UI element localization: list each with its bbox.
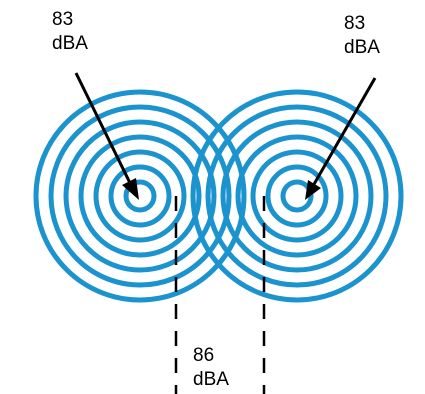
right-ring-6 <box>208 107 386 285</box>
right-ring-4 <box>238 137 356 255</box>
combined-level-unit: dBA <box>193 368 229 392</box>
left-ring-6 <box>51 107 229 285</box>
combined-level-value: 86 <box>193 344 229 368</box>
left-ring-2 <box>111 167 169 225</box>
right-source-level-value: 83 <box>344 12 380 36</box>
combined-level-label: 86 dBA <box>193 344 229 392</box>
right-source-level-unit: dBA <box>344 36 380 60</box>
right-sound-source-rings <box>193 92 401 300</box>
left-source-level-value: 83 <box>52 8 88 32</box>
right-source-level-label: 83 dBA <box>344 12 380 60</box>
left-sound-source-rings <box>36 92 244 300</box>
left-source-level-label: 83 dBA <box>52 8 88 56</box>
left-ring-4 <box>81 137 199 255</box>
left-source-level-unit: dBA <box>52 32 88 56</box>
